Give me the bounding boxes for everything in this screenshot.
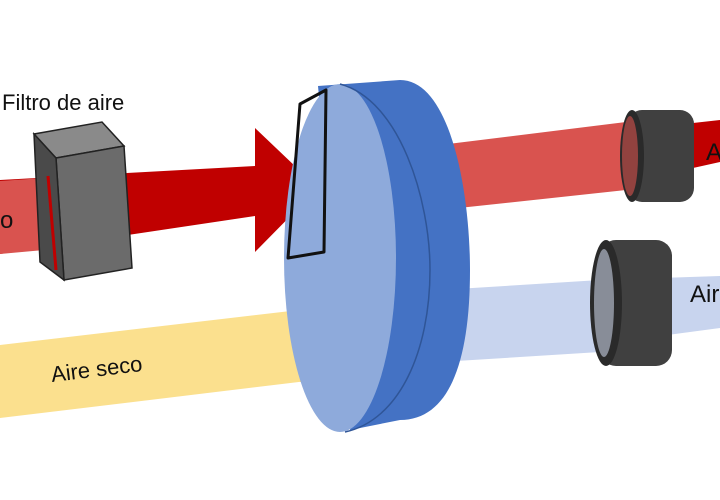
outlet-air-stream-bottom	[440, 280, 600, 362]
outlet-bottom-label: Air	[690, 281, 719, 308]
regeneration-air-stream-top	[440, 122, 626, 210]
air-filter-box	[32, 121, 133, 282]
wheel-face-edge	[339, 83, 431, 433]
wheel-face	[284, 84, 396, 432]
desiccant-wheel	[284, 80, 470, 433]
outlet-top-label: A	[706, 139, 720, 166]
fan-bottom	[590, 240, 672, 366]
humid-air-label: o	[0, 207, 13, 234]
humid-air-arrow-tail-light	[0, 178, 44, 254]
filter-label: Filtro de aire	[2, 90, 124, 115]
fan-top	[620, 110, 694, 202]
outlet-air-stream-bottom-right	[660, 276, 720, 336]
dry-air-stream	[0, 307, 332, 418]
wheel-sector-outline	[286, 88, 328, 260]
